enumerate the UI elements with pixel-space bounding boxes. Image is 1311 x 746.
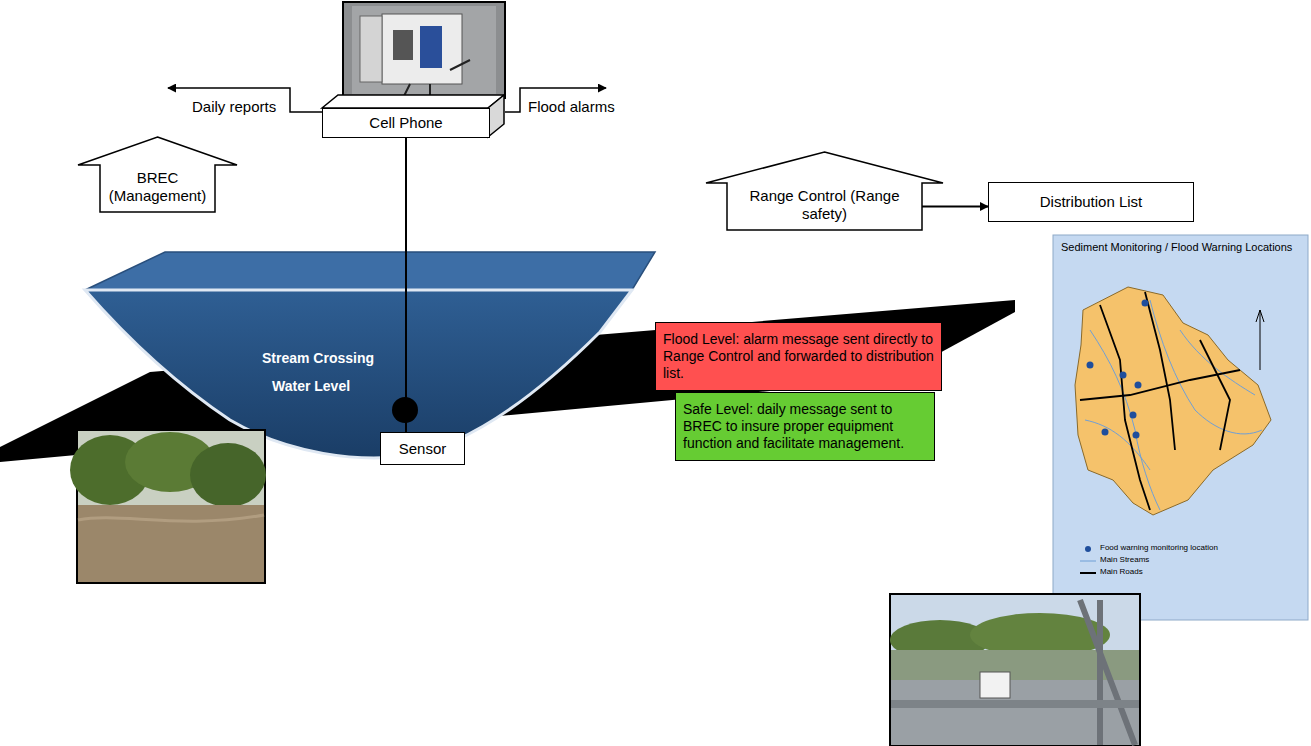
flood-photo (70, 430, 266, 583)
legend-text: Main Streams (1100, 555, 1149, 565)
connector-line (405, 138, 407, 432)
text-label: Water Level (272, 378, 350, 395)
house-shape (78, 137, 237, 212)
watershed-region (1075, 287, 1271, 515)
water-surface (85, 252, 655, 290)
cell-phone-top (322, 95, 504, 108)
cell-phone-side (488, 95, 504, 137)
node-text: Distribution List (994, 193, 1188, 211)
legend-text: Food warning monitoring location (1100, 543, 1218, 553)
legend-dot-sample (1085, 546, 1091, 552)
map-art (1053, 235, 1308, 620)
bridge-photo (890, 594, 1140, 746)
legend-road-sample (1080, 572, 1096, 574)
house-shape (706, 152, 943, 230)
distribution-list-box: Distribution List (988, 182, 1194, 222)
sensor-box: Sensor (380, 432, 465, 465)
legend-text: Main Roads (1100, 567, 1143, 577)
main-streams (1085, 300, 1262, 510)
legend-entry: Main Streams (1100, 555, 1149, 565)
node-text: Sensor (385, 440, 460, 458)
safe-level-box: Safe Level: daily message sent to BREC t… (675, 392, 935, 461)
node-text: Sediment Monitoring / Flood Warning Loca… (1061, 241, 1304, 254)
north-arrow (1256, 310, 1264, 370)
management-house: BREC (Management) (78, 137, 237, 212)
text-label: Flood alarms (528, 98, 615, 116)
legend-entry: Main Roads (1100, 567, 1143, 577)
node-text: Cell Phone (327, 114, 485, 132)
node-text: Safe Level: daily message sent to BREC t… (683, 401, 927, 451)
flood-level-box: Flood Level: alarm message sent directly… (655, 322, 942, 391)
node-text: Range Control (Range safety) (731, 187, 918, 223)
connector-line (922, 206, 988, 208)
monitoring-locations (1087, 300, 1149, 439)
enclosure-photo (343, 2, 505, 98)
cell-phone-box: Cell Phone (322, 108, 490, 138)
map-panel: Sediment Monitoring / Flood Warning Loca… (1053, 235, 1311, 620)
node-text: BREC (Management) (104, 169, 211, 205)
text-label: Stream Crossing (262, 350, 374, 367)
legend-stream-sample (1080, 561, 1096, 562)
range-control-house: Range Control (Range safety) (706, 152, 943, 230)
text-label: Daily reports (192, 98, 276, 116)
node-text: Flood Level: alarm message sent directly… (663, 331, 934, 381)
main-roads (1080, 292, 1240, 510)
legend-entry: Food warning monitoring location (1100, 543, 1218, 553)
